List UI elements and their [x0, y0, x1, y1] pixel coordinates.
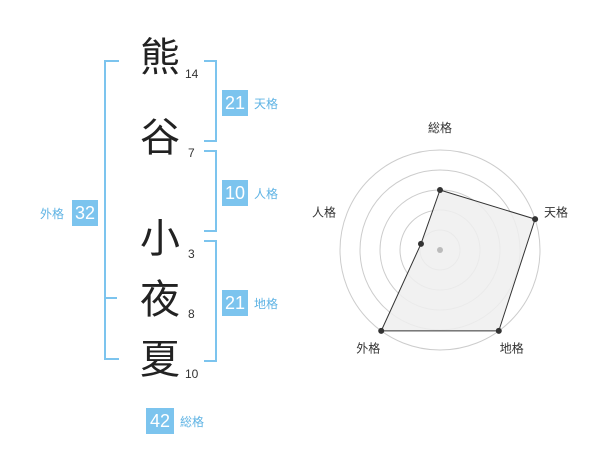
gaikaku-value-badge: 32	[72, 200, 98, 226]
name-char-2: 谷	[140, 115, 180, 161]
soukaku-value-badge: 42	[146, 408, 174, 434]
name-char-1: 熊	[140, 35, 180, 81]
name-char-5: 夏	[140, 337, 180, 383]
soukaku-label: 総格	[180, 415, 205, 429]
jinkaku-label: 人格	[254, 187, 279, 201]
jinkaku-bracket	[204, 150, 217, 232]
radar-center-point	[437, 247, 443, 253]
stroke-count-5: 10	[185, 367, 199, 381]
radar-axis-label: 総格	[428, 120, 452, 135]
radar-area	[380, 189, 536, 332]
radar-axis-label: 地格	[500, 341, 524, 356]
jinkaku-value-badge: 10	[222, 180, 248, 206]
radar-point	[417, 240, 424, 247]
chikaku-label: 地格	[254, 297, 279, 311]
stroke-count-4: 8	[188, 307, 195, 321]
gaikaku-label: 外格	[40, 207, 65, 221]
radar-grid-ring	[339, 149, 541, 351]
stroke-count-3: 3	[188, 247, 195, 261]
tenkaku-label: 天格	[254, 97, 279, 111]
radar-axis-label: 外格	[356, 341, 380, 356]
radar-point	[532, 216, 539, 223]
chikaku-value-badge: 21	[222, 290, 248, 316]
stroke-count-1: 14	[185, 67, 199, 81]
tenkaku-bracket	[204, 60, 217, 142]
name-char-4: 夜	[140, 277, 180, 323]
stroke-count-2: 7	[188, 146, 195, 160]
radar-point	[378, 327, 385, 334]
radar-point	[495, 327, 502, 334]
name-char-3: 小	[140, 216, 180, 262]
chikaku-bracket	[204, 240, 217, 362]
radar-axis-label: 天格	[544, 204, 568, 219]
radar-axis-label: 人格	[312, 204, 336, 219]
gaikaku-bracket-divider	[104, 297, 117, 299]
tenkaku-value-badge: 21	[222, 90, 248, 116]
radar-point	[437, 187, 443, 193]
gaikaku-bracket	[104, 60, 119, 360]
